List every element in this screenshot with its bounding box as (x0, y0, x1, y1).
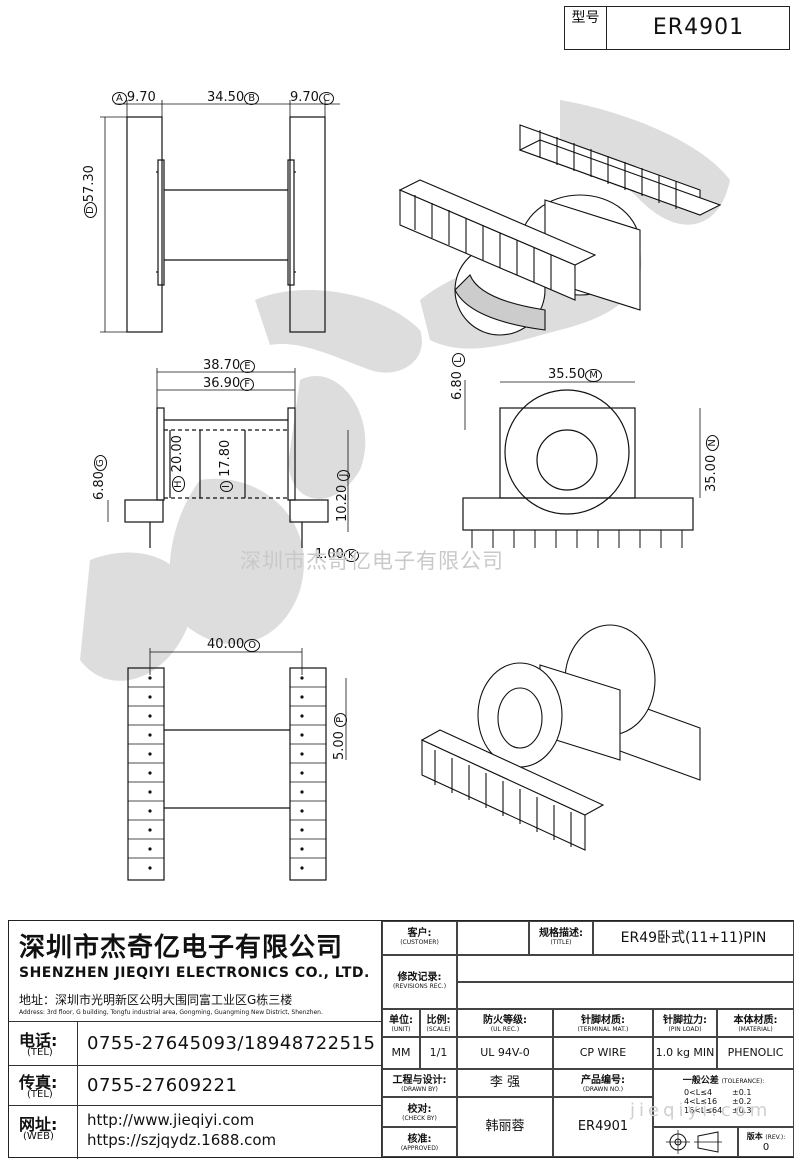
tolerance-box: 一般公差 (TOLERANCE): 0<L≤4±0.1 4<L≤16±0.2 1… (653, 1069, 794, 1127)
material-label: 本体材质:(MATERIAL) (717, 1009, 794, 1037)
revisions-label: 修改记录:(REVISIONS REC.) (382, 955, 457, 1009)
pin-load-label: 针脚拉力:(PIN LOAD) (653, 1009, 717, 1037)
dim-d: D57.30 (82, 165, 97, 218)
side-view-dims (100, 100, 340, 333)
web-label-en: (WEB) (23, 1131, 54, 1142)
dim-g: 6.80G (92, 455, 107, 500)
address-en: Address: 3rd floor, G building, Tongfu i… (19, 1009, 323, 1016)
end-view (462, 389, 694, 548)
website-watermark: jieqiyi.com (630, 1100, 772, 1121)
web-label: 网址: (19, 1115, 58, 1134)
drawn-value: 李 强 (457, 1069, 553, 1097)
projection-symbol (653, 1127, 738, 1157)
drawing-no-value: ER4901 (553, 1097, 653, 1157)
side-view (126, 116, 326, 333)
customer-label: 客户:(CUSTOMER) (382, 921, 457, 955)
ul-label: 防火等级:(UL REC.) (457, 1009, 553, 1037)
unit-value: MM (382, 1037, 420, 1069)
customer-value (457, 921, 529, 955)
company-name-cn: 深圳市杰奇亿电子有限公司 (19, 933, 344, 963)
tel-label-en: (TEL) (27, 1047, 53, 1058)
end-view-dims (464, 380, 701, 498)
scale-value: 1/1 (420, 1037, 457, 1069)
spec-grid: 客户:(CUSTOMER) 规格描述:(TITLE) ER49卧式(11+11)… (381, 921, 794, 1157)
ul-value: UL 94V-0 (457, 1037, 553, 1069)
company-name-en: SHENZHEN JIEQIYI ELECTRONICS CO., LTD. (19, 965, 370, 981)
revision-row-2 (457, 982, 794, 1009)
bottom-view (127, 667, 327, 881)
website-link-1[interactable]: http://www.jieqiyi.com (87, 1111, 255, 1129)
bottom-view-dims (149, 648, 347, 760)
material-value: PHENOLIC (717, 1037, 794, 1069)
dim-n: 35.00 N (704, 435, 719, 492)
title-value: ER49卧式(11+11)PIN (593, 921, 794, 955)
dim-i: I 17.80 (218, 440, 233, 492)
revision-version: 版本 (REV.): 0 (738, 1127, 794, 1157)
title-block: 深圳市杰奇亿电子有限公司 SHENZHEN JIEQIYI ELECTRONIC… (8, 920, 794, 1159)
dim-p: 5.00 P (332, 712, 347, 760)
iso-view-bottom (420, 624, 701, 851)
tel-number: 0755-27645093/18948722515 (87, 1033, 376, 1054)
model-label: 型号 (565, 7, 607, 49)
drawn-label: 工程与设计:(DRAWN BY) (382, 1069, 457, 1097)
drawing-no-label: 产品编号:(DRAWN NO.) (553, 1069, 653, 1097)
terminal-label: 针脚材质:(TERMINAL MAT.) (553, 1009, 653, 1037)
model-number: ER4901 (652, 15, 745, 40)
approved-label: 核准:(APPROVED) (382, 1127, 457, 1157)
fax-label-en: (TEL) (27, 1089, 53, 1100)
technical-drawing (80, 100, 730, 881)
approved-value: 韩丽蓉 (457, 1097, 553, 1157)
iso-view-top (398, 124, 722, 336)
dim-j: 10.20 J (335, 469, 350, 522)
fax-number: 0755-27609221 (87, 1075, 238, 1096)
unit-label: 单位:(UNIT) (382, 1009, 420, 1037)
revision-row-1 (457, 955, 794, 982)
first-angle-projection-icon (666, 1130, 722, 1154)
company-watermark: 深圳市杰奇亿电子有限公司 (240, 549, 504, 573)
title-label: 规格描述:(TITLE) (529, 921, 593, 955)
dim-l: 6.80 L (450, 353, 465, 400)
tel-label: 电话: (19, 1031, 58, 1050)
website-link-2[interactable]: https://szjqydz.1688.com (87, 1131, 277, 1149)
dim-h: H 20.00 (170, 435, 185, 492)
scale-label: 比例:(SCALE) (420, 1009, 457, 1037)
front-view-dims (107, 368, 349, 532)
terminal-value: CP WIRE (553, 1037, 653, 1069)
model-box: 型号 ER4901 (564, 6, 790, 50)
address-cn: 地址：深圳市光明新区公明大围同富工业区G栋三楼 (19, 993, 293, 1007)
fax-label: 传真: (19, 1073, 58, 1092)
pin-load-value: 1.0 kg MIN (653, 1037, 717, 1069)
front-view (124, 407, 329, 548)
check-label: 校对:(CHECK BY) (382, 1097, 457, 1127)
